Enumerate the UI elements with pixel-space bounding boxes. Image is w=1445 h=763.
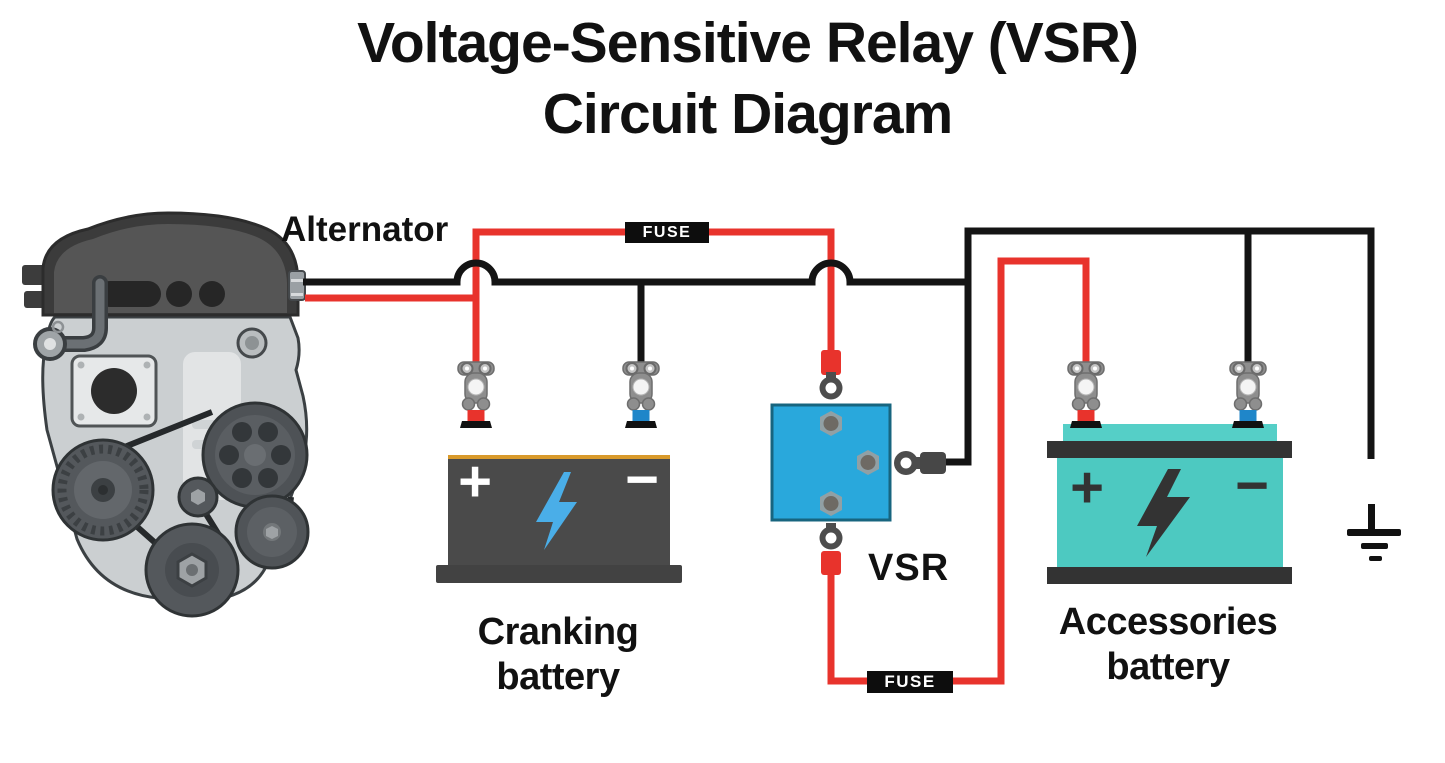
- page-title: Voltage-Sensitive Relay (VSR) Circuit Di…: [25, 8, 1445, 150]
- cranking-negative-symbol: −: [625, 446, 659, 512]
- engine-pulley-crank: [51, 438, 155, 542]
- engine-pulley-cam: [201, 401, 309, 509]
- engine-tube-fitting-hole: [44, 338, 56, 350]
- terminal-clamp-cranking-positive: [457, 361, 495, 428]
- red-crimp-connector: [821, 551, 841, 575]
- accessories-battery-base: [1047, 567, 1292, 584]
- screw: [77, 413, 85, 421]
- engine-pulley-accessory: [234, 494, 310, 570]
- red-wire-positive-bus: [472, 228, 835, 368]
- engine-belt: [110, 409, 294, 559]
- accessories-battery: [1047, 424, 1292, 584]
- terminal-base: [460, 421, 492, 428]
- ring-terminal-neck: [915, 457, 923, 469]
- engine-pulley-idler: [177, 476, 219, 518]
- engine-cover-hole: [199, 281, 225, 307]
- terminal-base: [1232, 421, 1264, 428]
- engine-cover-hole: [166, 281, 192, 307]
- ground-symbol: [1347, 504, 1401, 561]
- wire-crimp-sleeve: [920, 452, 946, 474]
- terminal-base: [625, 421, 657, 428]
- cranking-battery-label: Cranking battery: [447, 610, 669, 700]
- cranking-battery: [436, 455, 682, 583]
- lightning-bolt-icon: [536, 472, 577, 550]
- red-wire-vsr-to-accessories: [827, 257, 1090, 685]
- terminal-clamp-accessories-positive: [1067, 361, 1105, 428]
- cranking-battery-label-line-2: battery: [496, 656, 620, 698]
- terminal-base: [1070, 421, 1102, 428]
- terminal-clamp-cranking-negative: [622, 361, 660, 428]
- terminal-pad-blue: [632, 410, 650, 423]
- ring-terminal-hole: [825, 532, 837, 544]
- terminal-pad-blue: [1239, 410, 1257, 423]
- fuse-top-label: FUSE: [625, 222, 709, 243]
- cranking-battery-label-line-1: Cranking: [477, 611, 639, 653]
- title-line-2: Circuit Diagram: [542, 82, 953, 146]
- black-wire-main: [303, 259, 968, 286]
- vsr-bolt: [857, 450, 879, 475]
- vsr-relay: [770, 350, 946, 575]
- engine-cover-slot: [97, 281, 161, 307]
- engine-left-lug: [24, 291, 46, 308]
- accessories-battery-label-line-2: battery: [1106, 646, 1230, 688]
- engine-wire-connector-slot: [291, 293, 303, 296]
- vsr-label: VSR: [868, 547, 950, 589]
- red-crimp-connector: [821, 350, 841, 375]
- terminal-pad-red: [1077, 410, 1095, 423]
- terminal-pad-red: [467, 410, 485, 423]
- title-line-1: Voltage-Sensitive Relay (VSR): [357, 11, 1139, 75]
- engine-illustration: [22, 211, 310, 618]
- fuse-bottom-label: FUSE: [867, 671, 953, 693]
- accessories-battery-band: [1047, 441, 1292, 458]
- engine-oil-tube: [49, 278, 105, 349]
- accessories-negative-symbol: −: [1235, 452, 1269, 518]
- lightning-bolt-icon: [1137, 469, 1190, 557]
- engine-wire-connector-slot: [291, 279, 303, 282]
- alternator-label: Alternator: [281, 210, 449, 249]
- cranking-battery-top-stripe: [448, 455, 670, 460]
- vsr-bolt: [820, 491, 842, 516]
- screw: [143, 361, 151, 369]
- ring-terminal-hole: [900, 457, 912, 469]
- terminal-clamp-accessories-negative: [1229, 361, 1267, 428]
- engine-pulley-bottom: [144, 522, 240, 618]
- black-wire-vsr-to-ground: [944, 227, 1375, 466]
- accessories-battery-label: Accessories battery: [1043, 600, 1293, 690]
- ring-terminal-hole: [825, 382, 837, 394]
- engine-dot: [51, 320, 65, 334]
- screw: [77, 361, 85, 369]
- cranking-battery-base: [436, 565, 682, 583]
- screw: [143, 413, 151, 421]
- vsr-bolt: [820, 411, 842, 436]
- cranking-positive-symbol: +: [458, 448, 492, 514]
- accessories-battery-cap: [1063, 424, 1277, 442]
- engine-boss-hole: [245, 336, 259, 350]
- accessories-positive-symbol: +: [1070, 454, 1104, 520]
- engine-bore: [91, 368, 137, 414]
- accessories-battery-label-line-1: Accessories: [1058, 601, 1278, 643]
